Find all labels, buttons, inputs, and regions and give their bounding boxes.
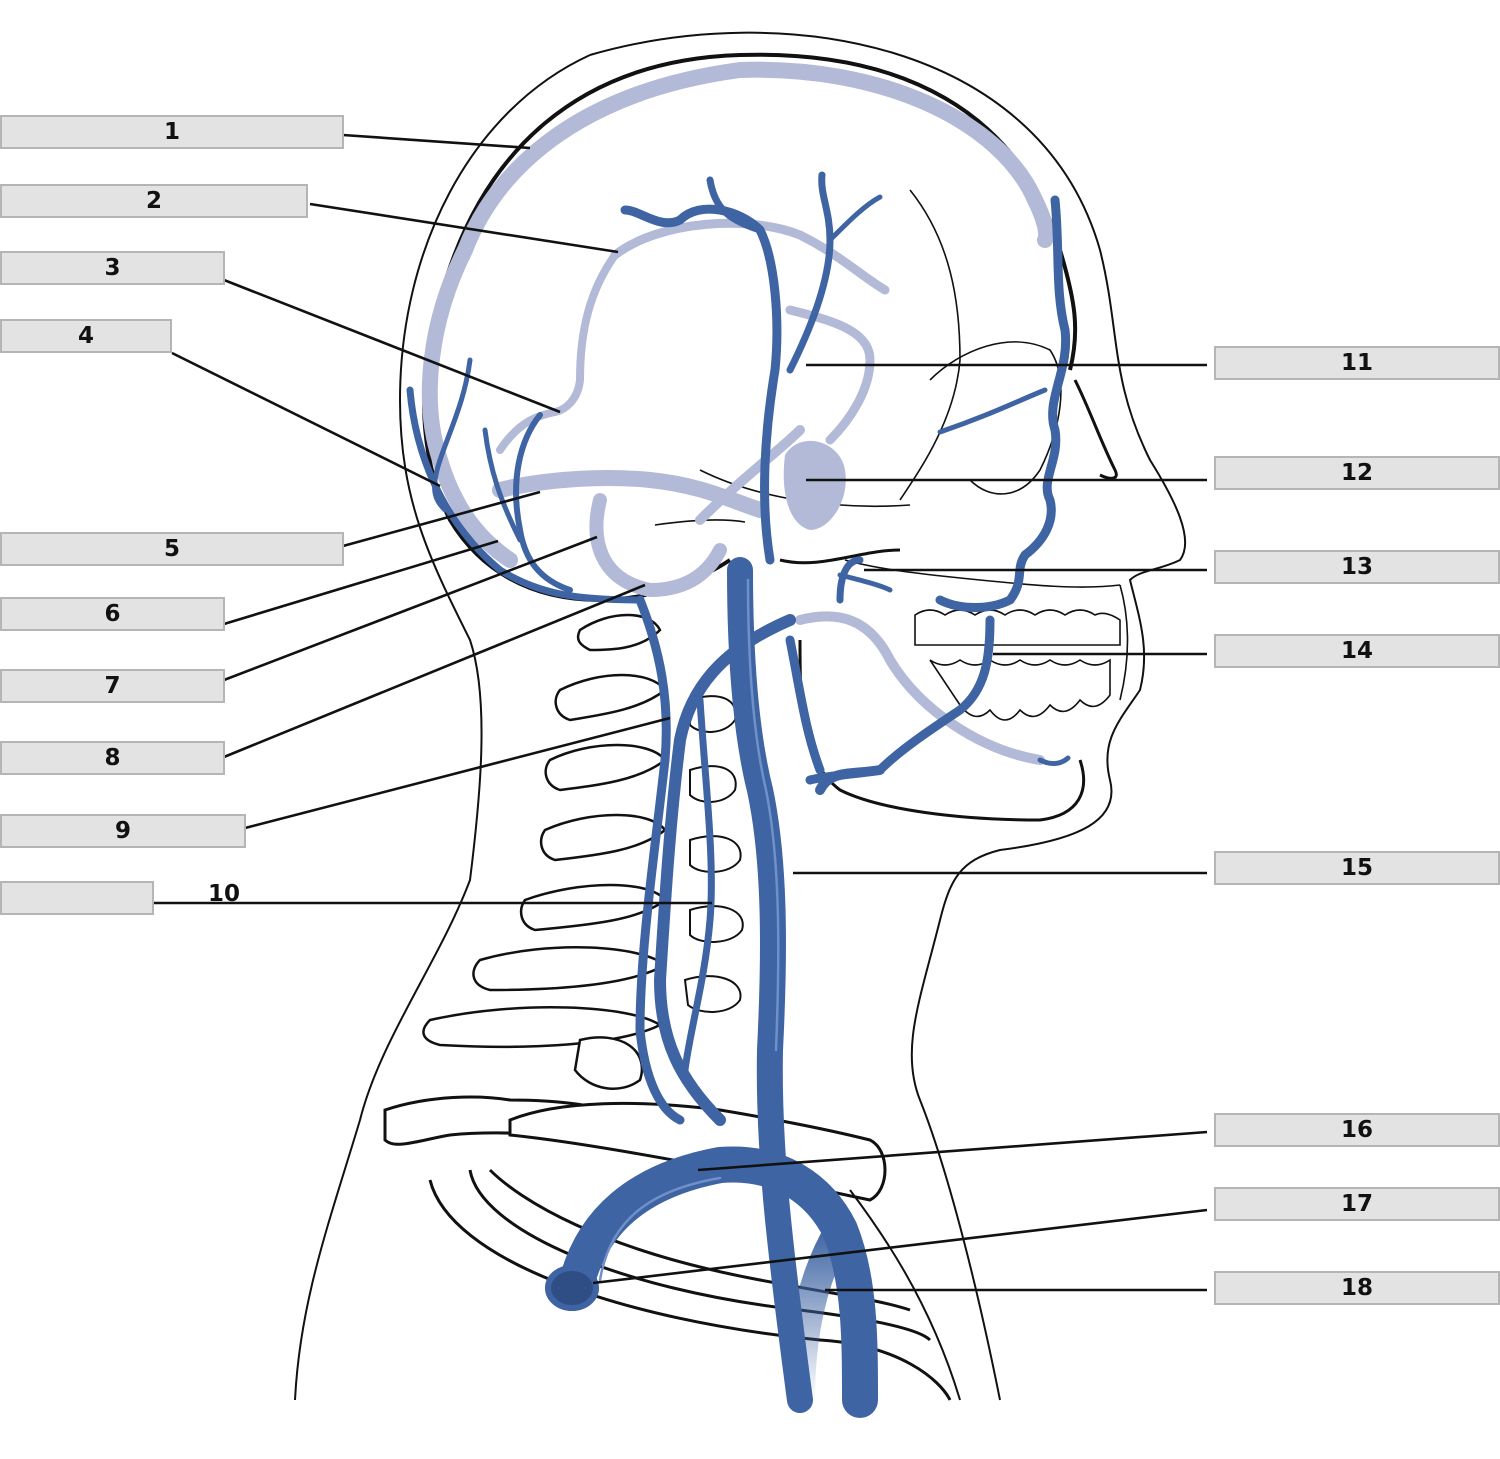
leader-6 bbox=[223, 539, 499, 626]
label-box-18[interactable]: 18 bbox=[1214, 1271, 1500, 1305]
superficial-temporal-vein bbox=[620, 204, 782, 565]
sigmoid-sinus bbox=[589, 493, 727, 598]
label-box-12[interactable]: 12 bbox=[1214, 456, 1500, 490]
label-box-4[interactable]: 4 bbox=[0, 319, 172, 353]
label-box-14[interactable]: 14 bbox=[1214, 634, 1500, 668]
label-box-17[interactable]: 17 bbox=[1214, 1187, 1500, 1221]
occipital-sinus bbox=[496, 408, 559, 454]
vertebral-vein bbox=[635, 595, 685, 1125]
label-6-text: 6 bbox=[104, 601, 121, 627]
label-13-text: 13 bbox=[1340, 554, 1373, 580]
label-box-9[interactable]: 9 bbox=[0, 814, 246, 848]
subclavian-cut-end bbox=[545, 1265, 599, 1311]
leader-7 bbox=[223, 535, 598, 682]
label-4-text: 4 bbox=[77, 323, 94, 349]
label-box-2[interactable]: 2 bbox=[0, 184, 308, 218]
leader-2 bbox=[309, 202, 619, 254]
label-box-3[interactable]: 3 bbox=[0, 251, 225, 285]
leader-8 bbox=[223, 583, 646, 759]
leader-4 bbox=[171, 351, 441, 488]
veins bbox=[406, 171, 1071, 1418]
facial-bones bbox=[654, 189, 1129, 701]
cavernous-sinus bbox=[785, 305, 875, 445]
vein-highlights bbox=[598, 578, 780, 1282]
label-box-15[interactable]: 15 bbox=[1214, 851, 1500, 885]
label-box-7[interactable]: 7 bbox=[0, 669, 225, 703]
leader-1 bbox=[342, 133, 531, 150]
label-7-text: 7 bbox=[104, 673, 121, 699]
facial-vein bbox=[935, 195, 1071, 612]
internal-jugular-vein bbox=[727, 557, 813, 1413]
teeth bbox=[914, 609, 1121, 721]
cervical-vertebrae bbox=[422, 613, 668, 1090]
pterygoid-plexus bbox=[795, 611, 1045, 765]
brachiocephalic-vein bbox=[557, 1146, 878, 1418]
label-15-text: 15 bbox=[1340, 855, 1373, 881]
label-box-1[interactable]: 1 bbox=[0, 115, 344, 149]
leader-17 bbox=[592, 1208, 1208, 1285]
straight-sinus bbox=[551, 251, 619, 416]
label-10-text: 10 bbox=[208, 881, 241, 907]
label-16-text: 16 bbox=[1340, 1117, 1373, 1143]
label-8-text: 8 bbox=[104, 745, 121, 771]
label-box-5[interactable]: 5 bbox=[0, 532, 344, 566]
label-box-6[interactable]: 6 bbox=[0, 597, 225, 631]
label-box-8[interactable]: 8 bbox=[0, 741, 225, 775]
cavernous-sinus-blob bbox=[783, 440, 846, 530]
label-1-text: 1 bbox=[163, 119, 180, 145]
label-18-text: 18 bbox=[1340, 1275, 1373, 1301]
label-5-text: 5 bbox=[163, 536, 180, 562]
leader-lines bbox=[153, 133, 1208, 1292]
label-3-text: 3 bbox=[104, 255, 121, 281]
label-box-13[interactable]: 13 bbox=[1214, 550, 1500, 584]
superior-sagittal-sinus bbox=[457, 61, 1055, 258]
occipital-vein bbox=[406, 386, 644, 604]
label-2-text: 2 bbox=[145, 188, 162, 214]
label-14-text: 14 bbox=[1340, 638, 1373, 664]
leader-5 bbox=[342, 490, 541, 548]
sagittal-sinus-posterior bbox=[421, 242, 518, 568]
leader-16 bbox=[697, 1130, 1208, 1172]
external-jugular-vein bbox=[654, 614, 796, 1126]
head-outline bbox=[294, 31, 1187, 1401]
label-box-11[interactable]: 11 bbox=[1214, 346, 1500, 380]
leader-3 bbox=[223, 278, 561, 414]
label-box-16[interactable]: 16 bbox=[1214, 1113, 1500, 1147]
dural-sinuses bbox=[421, 61, 1055, 765]
label-box-10[interactable] bbox=[0, 881, 154, 915]
label-17-text: 17 bbox=[1340, 1191, 1373, 1217]
label-11-text: 11 bbox=[1340, 350, 1373, 376]
retromandibular-vein bbox=[785, 635, 825, 775]
leader-9 bbox=[244, 716, 671, 830]
label-9-text: 9 bbox=[114, 818, 131, 844]
label-12-text: 12 bbox=[1340, 460, 1373, 486]
inferior-sagittal-sinus bbox=[610, 218, 890, 295]
